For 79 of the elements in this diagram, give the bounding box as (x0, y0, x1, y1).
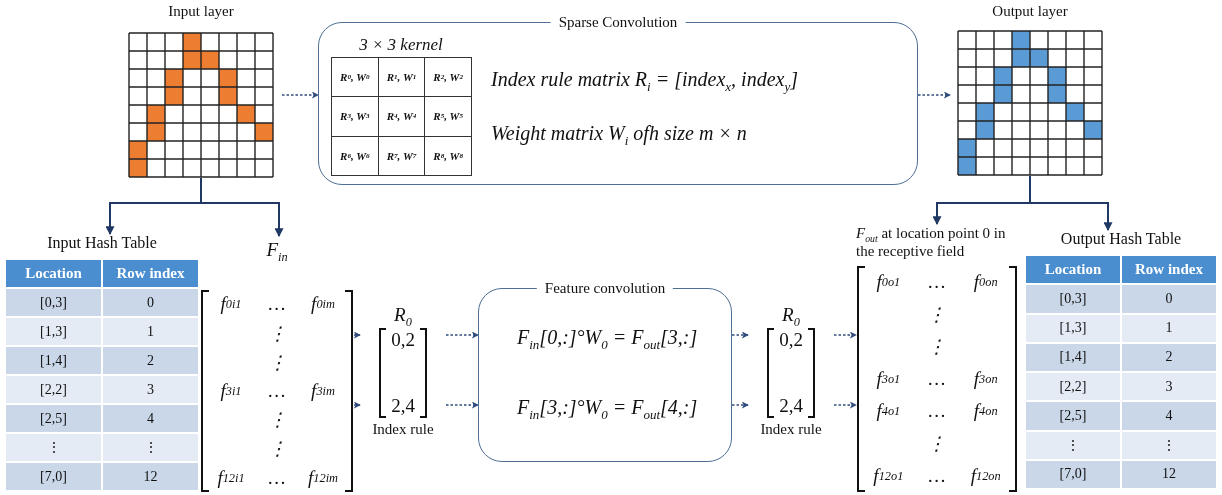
table-cell: [7,0] (1026, 460, 1120, 488)
formula-text: F$_{in}$[3,:]°W$_{0}$ = F$_{out}$[4,:] (517, 395, 698, 421)
table-cell: [1,3] (1026, 314, 1120, 342)
table-cell: [2,2] (6, 376, 101, 403)
matrix-entry: 0,2 (778, 328, 804, 352)
matrix-entry: 2,4 (778, 394, 804, 418)
matrix-entry: ⋮ (926, 302, 948, 327)
table-title: Output Hash Table (1059, 230, 1183, 250)
matrix-heading: F$_{out}$ at location point 0 in the receptive field (856, 224, 1007, 261)
table-cell: ⋮ (1026, 431, 1120, 459)
matrix-entry: … (927, 367, 947, 391)
table-cell: [2,5] (1026, 402, 1120, 430)
formula-text: Weight matrix W$_{i}$ ofh size m × n (491, 121, 747, 147)
table-cell: [1,3] (6, 318, 101, 345)
table-cell: ⋮ (1122, 431, 1216, 459)
matrix-entry: ⋮ (266, 408, 288, 433)
table-header-cell: Location (6, 260, 101, 287)
table-cell: 3 (103, 376, 198, 403)
rule-label: R$_{0}$ (781, 306, 801, 328)
table-header-cell: Location (1026, 256, 1120, 284)
table-cell: 2 (103, 347, 198, 374)
matrix-entry: … (267, 292, 287, 317)
matrix-entry: 0,2 (390, 328, 416, 352)
table-header-cell: Row index (103, 260, 198, 287)
output-hash-table (1026, 230, 1216, 490)
arrow (445, 401, 479, 409)
table-cell: 2 (1122, 343, 1216, 371)
formula-text: F$_{in}$[0,:]°W$_{0}$ = F$_{out}$[3,:] (517, 325, 698, 351)
table-cell: [1,4] (6, 347, 101, 374)
arrow (445, 331, 479, 339)
table-cell: [7,0] (6, 463, 101, 490)
table-cell: 0 (103, 289, 198, 316)
table-cell: [2,5] (6, 405, 101, 432)
table-cell: [1,4] (1026, 343, 1120, 371)
table-cell: 4 (1122, 402, 1216, 430)
table-cell: [2,2] (1026, 373, 1120, 401)
table-cell: 12 (103, 463, 198, 490)
matrix-heading: F$_{in}$ (265, 238, 289, 266)
arrow (731, 331, 749, 339)
arrow (353, 401, 361, 409)
matrix-entry: … (267, 379, 287, 403)
matrix-entry: ⋮ (266, 437, 288, 462)
arrow (200, 177, 284, 238)
rule-caption: Index rule (371, 420, 435, 439)
matrix-entry: … (927, 463, 947, 488)
table-cell: ⋮ (6, 434, 101, 461)
matrix-entry: 2,4 (390, 394, 416, 418)
table-cell: 1 (103, 318, 198, 345)
matrix-entry: ⋮ (926, 335, 948, 360)
arrow (1029, 175, 1113, 232)
arrow (833, 331, 857, 339)
matrix-entry: … (927, 399, 947, 424)
matrix-entry: … (267, 465, 287, 490)
table-cell: 4 (103, 405, 198, 432)
kernel-title: 3 × 3 kernel (358, 34, 444, 55)
matrix-entry: … (927, 270, 947, 295)
table-cell: ⋮ (103, 434, 198, 461)
layer-label: Input layer (167, 2, 235, 21)
table-cell: 0 (1122, 285, 1216, 313)
table-header-cell: Row index (1122, 256, 1216, 284)
matrix-entry: ⋮ (266, 321, 288, 346)
table-cell: 12 (1122, 460, 1216, 488)
table-cell: 3 (1122, 373, 1216, 401)
arrow (731, 401, 749, 409)
rule-caption: Index rule (759, 420, 823, 439)
input-hash-table (6, 234, 198, 492)
layer-label: Output layer (991, 2, 1069, 21)
arrow (833, 401, 857, 409)
table-cell: [0,3] (1026, 285, 1120, 313)
arrow (353, 331, 361, 339)
formula-text: Index rule matrix R$_{i}$ = [index$_{x}$, index$_{y}$] (491, 67, 798, 93)
arrow (281, 91, 319, 99)
table-cell: [0,3] (6, 289, 101, 316)
arrow (917, 91, 951, 99)
matrix-entry: ⋮ (266, 350, 288, 375)
table-title: Input Hash Table (46, 234, 158, 254)
rule-label: R$_{0}$ (393, 306, 413, 328)
table-cell: 1 (1122, 314, 1216, 342)
matrix-entry: ⋮ (926, 432, 948, 457)
